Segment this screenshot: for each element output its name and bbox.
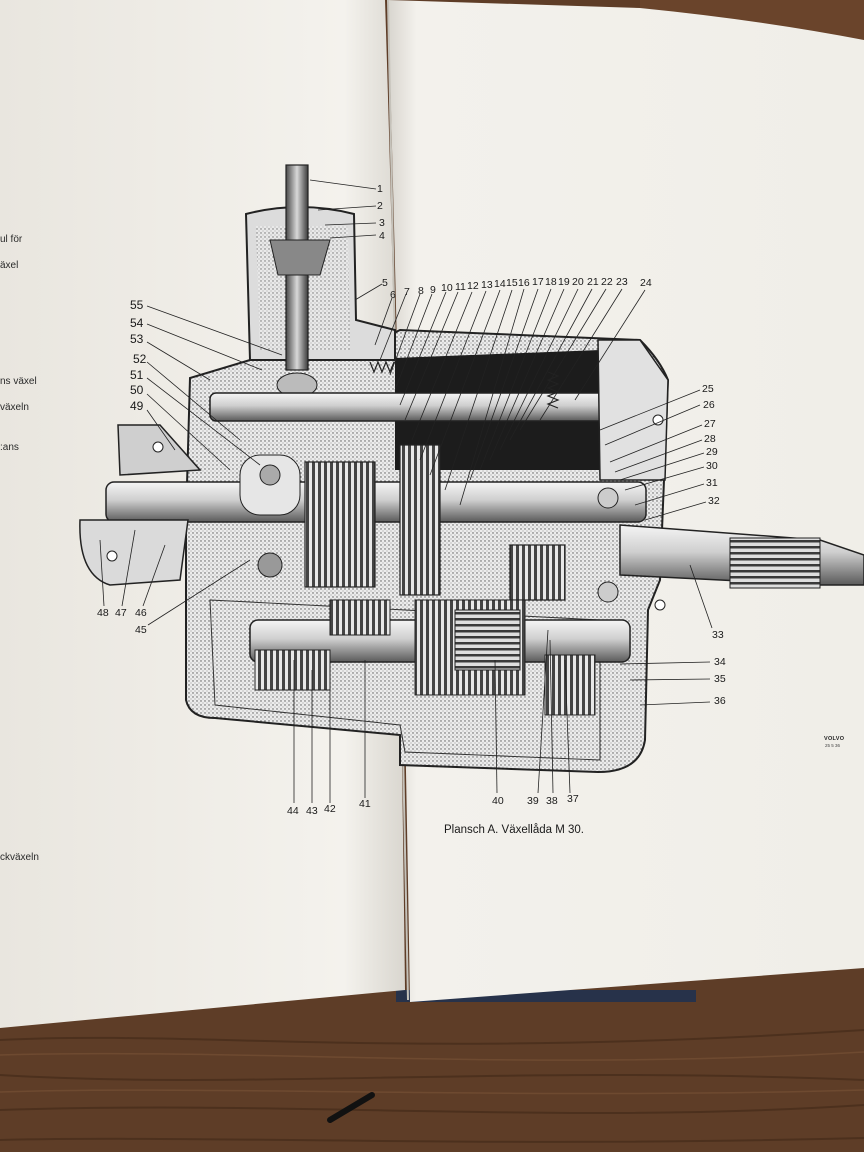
callout-number: 5 <box>382 277 388 289</box>
callout-number: 40 <box>492 795 504 807</box>
left-page-text-fragment: ul för <box>0 234 23 245</box>
callout-number: 33 <box>712 629 724 641</box>
callout-number: 34 <box>714 656 726 668</box>
callout-number: 32 <box>708 495 720 507</box>
callout-number: 13 <box>481 279 493 291</box>
callout-number: 12 <box>467 280 479 292</box>
callout-number: 21 <box>587 276 599 288</box>
left-page-text-fragment: ckväxeln <box>0 852 39 863</box>
callout-number: 39 <box>527 795 539 807</box>
callout-number: 16 <box>518 277 530 289</box>
callout-number: 30 <box>706 460 718 472</box>
callout-number: 38 <box>546 795 558 807</box>
callout-number: 51 <box>130 368 144 382</box>
callout-number: 24 <box>640 277 652 289</box>
callout-number: 10 <box>441 282 453 294</box>
callout-number: 55 <box>130 298 144 312</box>
plate-caption: Plansch A. Växellåda M 30. <box>444 824 584 836</box>
callout-number: 25 <box>702 383 714 395</box>
callout-number: 35 <box>714 673 726 685</box>
callout-number: 6 <box>390 289 396 301</box>
callout-number: 2 <box>377 200 383 212</box>
callout-number: 27 <box>704 418 716 430</box>
callout-number: 52 <box>133 352 147 366</box>
callout-number: 47 <box>115 607 127 619</box>
callout-number: 11 <box>455 281 466 293</box>
callout-number: 15 <box>506 277 518 289</box>
callout-number: 26 <box>703 399 715 411</box>
callout-number: 43 <box>306 805 318 817</box>
callout-number: 45 <box>135 624 147 636</box>
callout-number: 18 <box>545 276 557 288</box>
callout-number: 50 <box>130 383 144 397</box>
callout-number: 3 <box>379 217 385 229</box>
callout-number: 54 <box>130 316 144 330</box>
callout-number: 4 <box>379 230 385 242</box>
volvo-logo: VOLVO <box>824 736 845 742</box>
callout-number: 28 <box>704 433 716 445</box>
left-page-text-fragment: :ans <box>0 442 19 453</box>
callout-number: 46 <box>135 607 147 619</box>
left-page-text-fragment: växeln <box>0 402 29 413</box>
callout-number: 37 <box>567 793 579 805</box>
callout-number: 22 <box>601 276 613 288</box>
callout-number: 20 <box>572 276 584 288</box>
callout-number: 1 <box>377 183 383 195</box>
callout-number: 49 <box>130 399 144 413</box>
callout-number: 48 <box>97 607 109 619</box>
callout-number: 8 <box>418 285 424 297</box>
callout-number: 31 <box>706 477 718 489</box>
left-page-text-fragment: ns växel <box>0 376 37 387</box>
left-page-text-fragment: äxel <box>0 260 19 271</box>
callout-number: 29 <box>706 446 718 458</box>
callout-number: 44 <box>287 805 299 817</box>
logo-code: 25 5 36 <box>825 743 841 748</box>
callout-number: 53 <box>130 332 144 346</box>
callout-number: 9 <box>430 284 436 296</box>
callout-number: 17 <box>532 276 544 288</box>
callout-number: 14 <box>494 278 506 290</box>
callout-number: 7 <box>404 286 410 298</box>
callout-number: 42 <box>324 803 336 815</box>
callout-number: 19 <box>558 276 570 288</box>
callout-number: 23 <box>616 276 628 288</box>
callout-number: 36 <box>714 695 726 707</box>
callout-number: 41 <box>359 798 371 810</box>
